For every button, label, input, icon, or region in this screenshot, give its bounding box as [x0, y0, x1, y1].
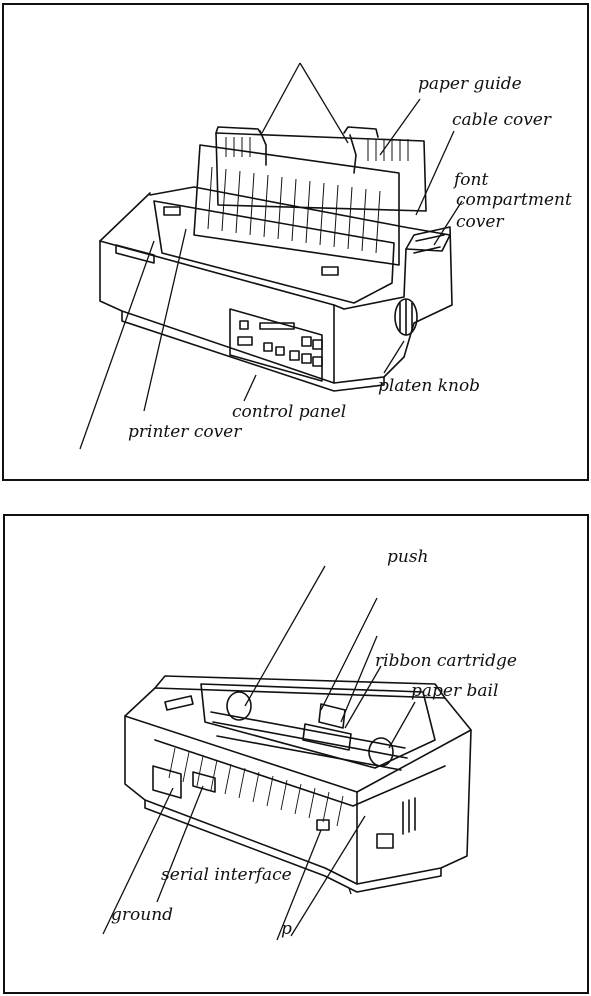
label-cable-cover: cable cover	[452, 110, 552, 130]
label-paper-bail: paper bail	[411, 681, 498, 701]
printer-open-illustration: push ribbon cartridge paper bail serial …	[102, 547, 517, 941]
printer-body	[99, 240, 405, 384]
label-ribbon-cartridge: ribbon cartridge	[375, 651, 517, 671]
top-figure-panel: paper guide cable cover font compartment…	[2, 3, 589, 481]
paper-guide-leader	[379, 98, 421, 156]
pointer-line-right	[299, 62, 349, 144]
ground-connector	[152, 765, 182, 799]
platen-knob-leader	[383, 340, 405, 374]
label-cover: cover	[456, 212, 504, 232]
paper-bail-leader	[388, 701, 416, 749]
control-panel-leader	[243, 374, 257, 402]
label-control-panel: control panel	[232, 402, 346, 422]
p-leader	[276, 829, 322, 941]
label-ground: ground	[111, 905, 173, 925]
font-cover-leader	[433, 200, 463, 246]
label-font: font	[452, 170, 488, 190]
label-paper-guide: paper guide	[418, 74, 522, 94]
printer-front-illustration: paper guide cable cover font compartment…	[79, 62, 572, 450]
paper-holder-back	[215, 132, 427, 212]
push-leader-3	[340, 635, 378, 723]
label-serial-interface: serial interface	[161, 865, 292, 885]
printer-base-outline	[124, 687, 472, 885]
control-panel-box	[229, 308, 323, 382]
open-cavity	[200, 683, 436, 769]
paper-bail-bar	[216, 735, 402, 771]
push-leader-1	[244, 565, 326, 707]
bottom-figure-panel: push ribbon cartridge paper bail serial …	[3, 514, 589, 994]
serial-interface-leader	[156, 785, 204, 903]
unlabeled-leader	[79, 240, 155, 450]
label-push: push	[387, 547, 429, 567]
ribbon-cartridge-leader	[344, 665, 382, 729]
printer-cover-outline	[153, 200, 395, 304]
pointer-line-left	[261, 62, 301, 134]
serial-interface-connector	[192, 771, 216, 793]
paper-support	[193, 144, 400, 266]
cable-cover-leader	[415, 130, 455, 216]
label-printer-cover: printer cover	[128, 422, 242, 442]
ribbon-cartridge-shape	[302, 723, 352, 751]
ground-leader	[102, 787, 174, 935]
p-leader-2	[290, 815, 366, 937]
printer-cover-leader	[143, 228, 187, 412]
push-leader-2	[320, 597, 378, 711]
label-compartment: compartment	[456, 190, 572, 210]
label-p: p	[281, 919, 292, 939]
label-platen-knob: platen knob	[378, 376, 480, 396]
